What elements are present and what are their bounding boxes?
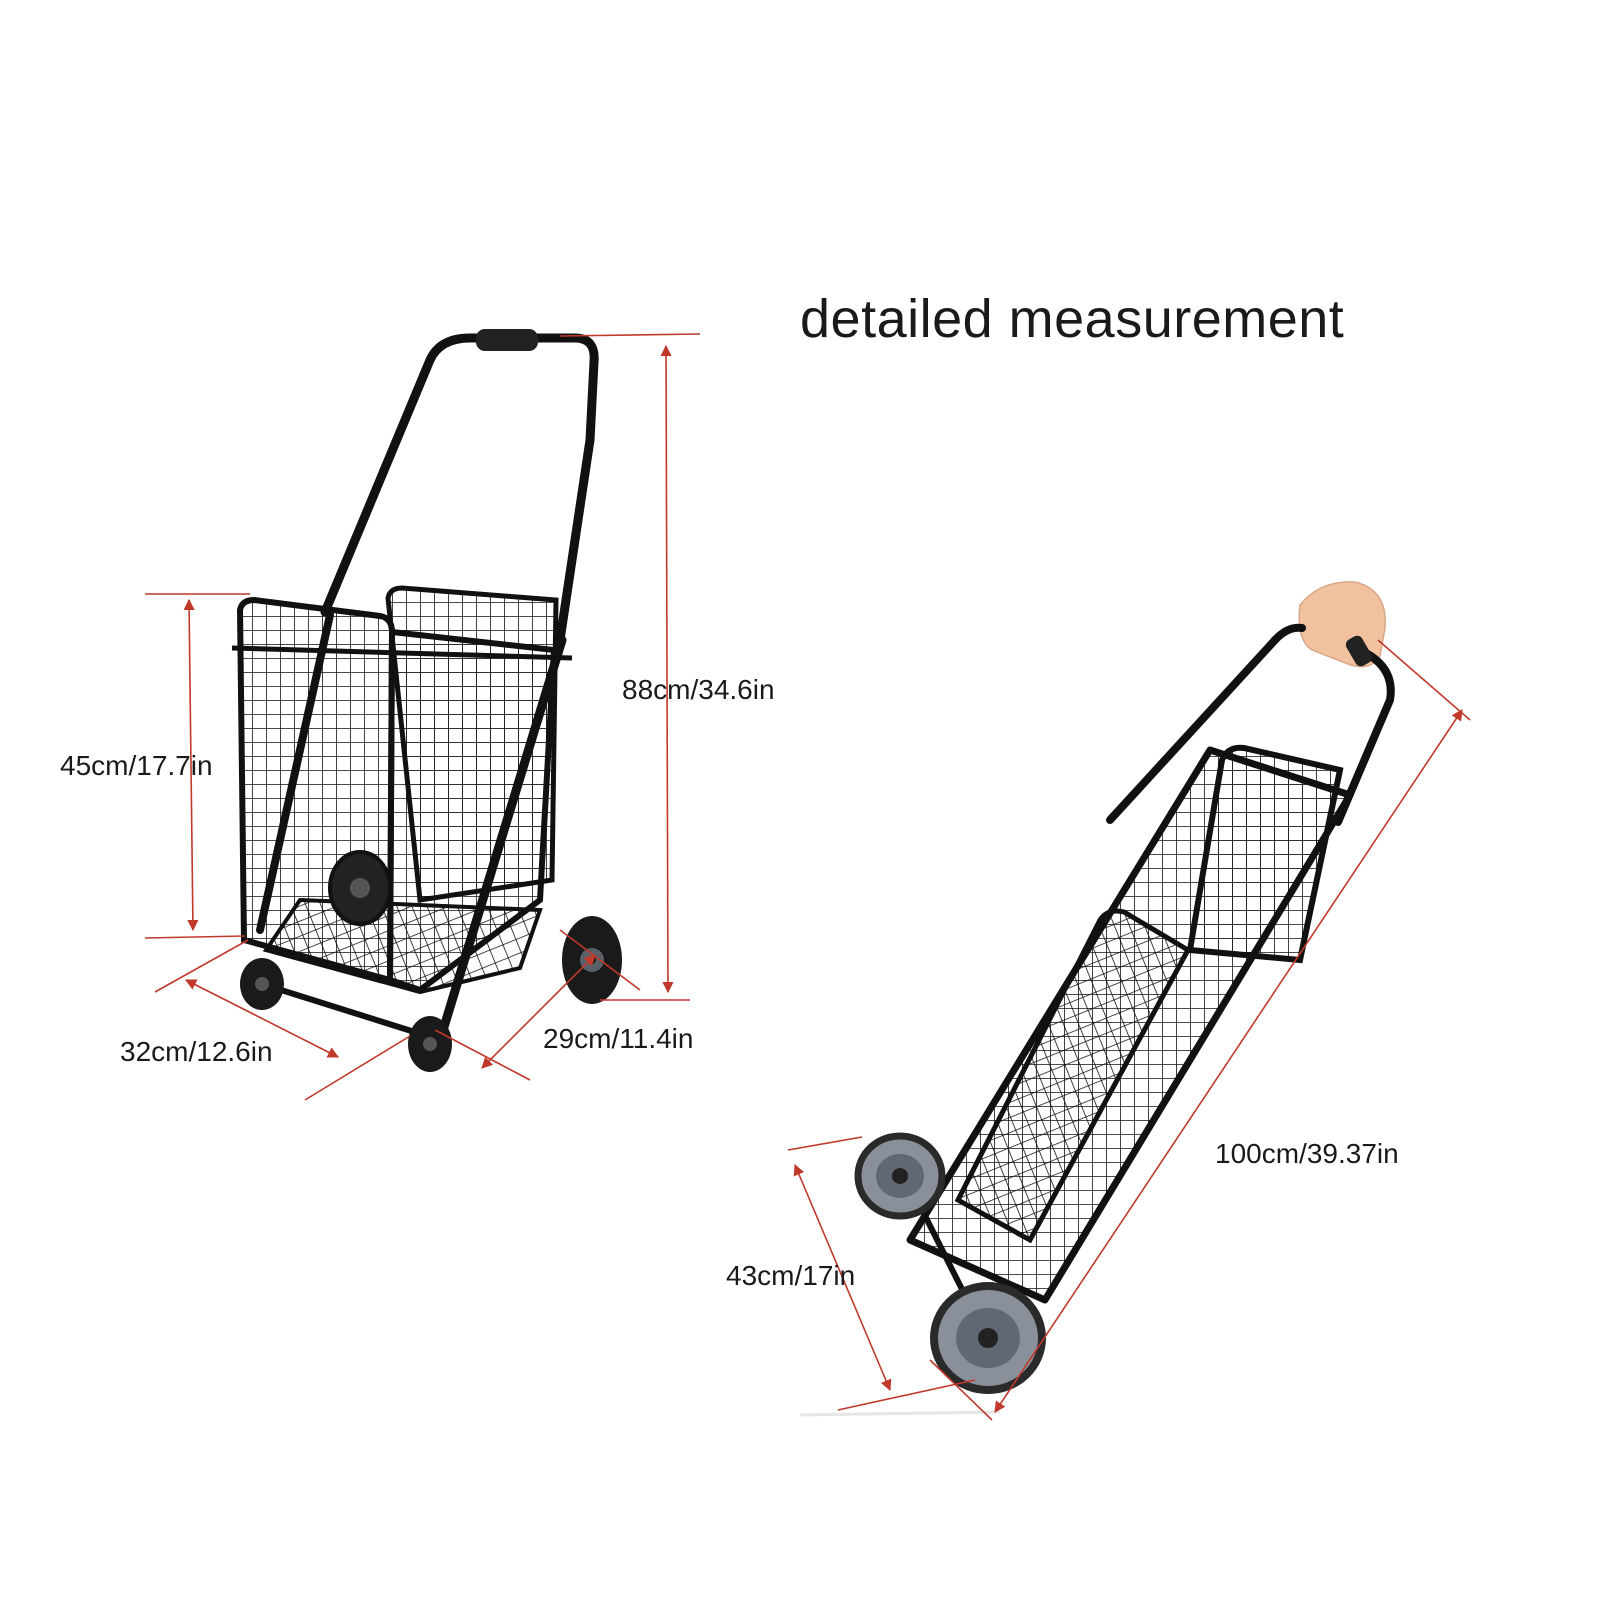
total-height-label: 88cm/34.6in	[622, 674, 775, 705]
folded-length-label: 100cm/39.37in	[1215, 1138, 1399, 1169]
upright-cart-illustration	[231, 329, 622, 1072]
depth-label: 29cm/11.4in	[543, 1023, 694, 1054]
page-title: detailed measurement	[800, 289, 1345, 349]
folded-cart-illustration	[799, 581, 1395, 1417]
wheel-icon	[930, 1282, 1046, 1394]
wheel-icon	[854, 1132, 946, 1220]
width-label: 32cm/12.6in	[120, 1036, 273, 1067]
folded-dimension-lines	[787, 639, 1471, 1421]
folded-width-label: 43cm/17in	[726, 1260, 856, 1291]
basket-height-label: 45cm/17.7in	[60, 750, 213, 781]
upright-dimension-lines	[144, 333, 701, 1101]
